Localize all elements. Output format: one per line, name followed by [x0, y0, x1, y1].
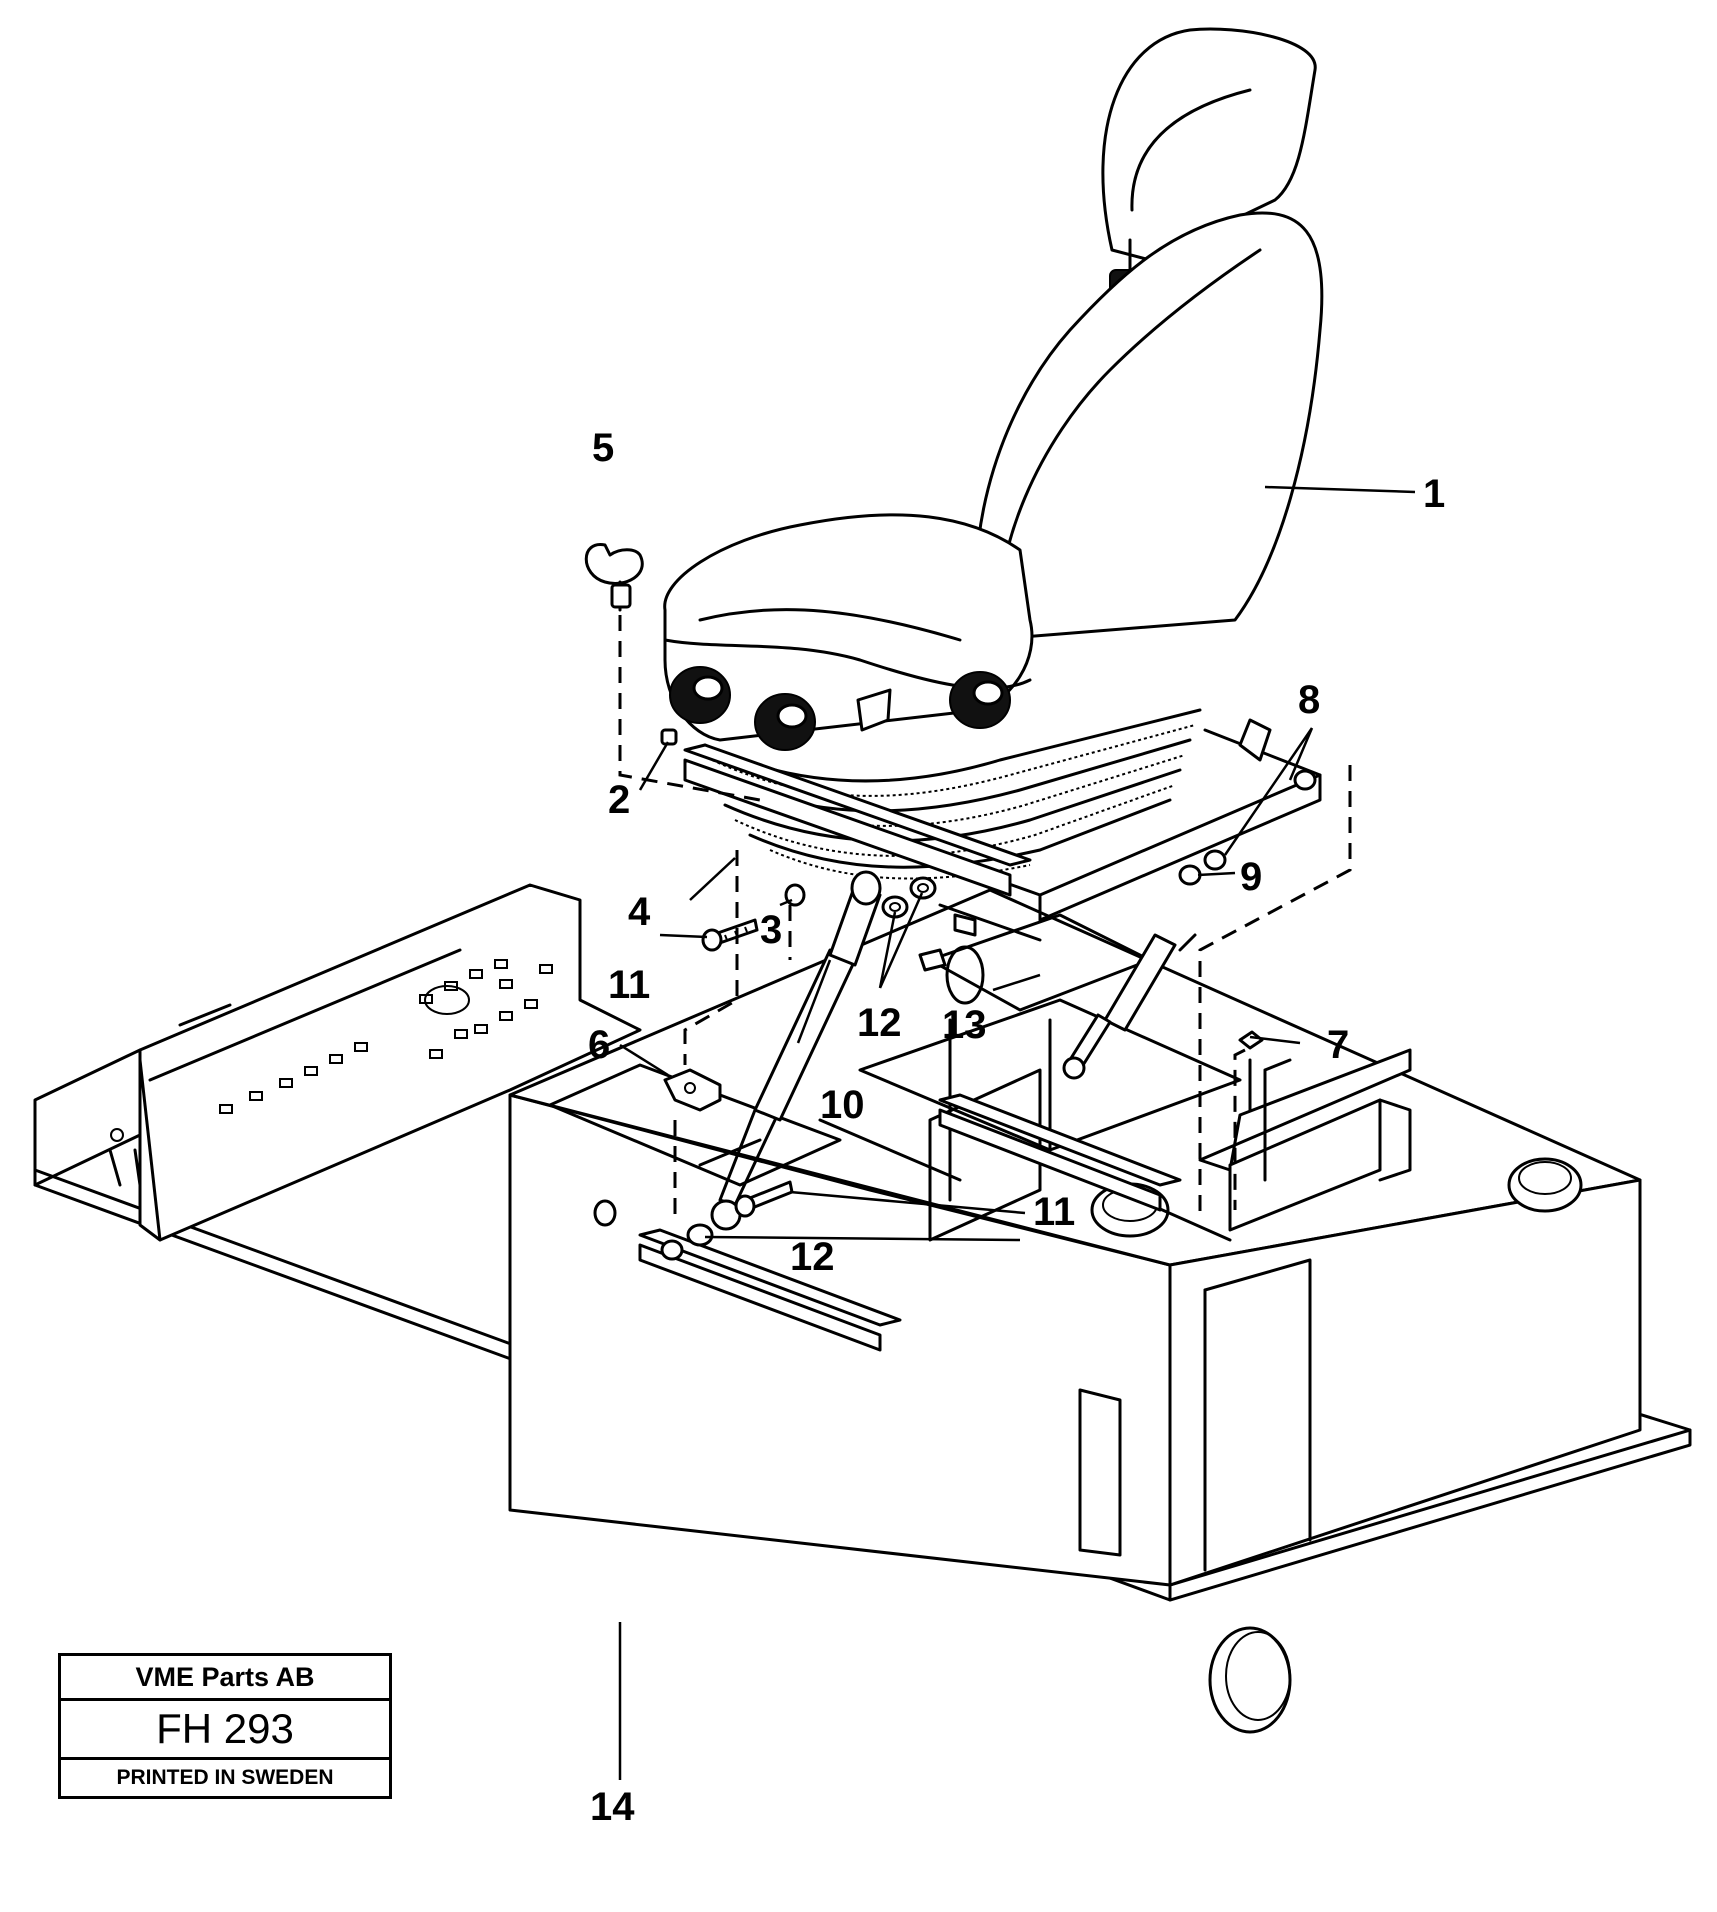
- title-block-footer: PRINTED IN SWEDEN: [116, 1766, 334, 1789]
- callout-14: 14: [590, 1785, 635, 1829]
- callout-9: 9: [1240, 855, 1263, 899]
- callout-2: 2: [608, 778, 631, 822]
- callout-1: 1: [1423, 472, 1446, 516]
- callout-6: 6: [588, 1023, 611, 1067]
- callout-7: 7: [1327, 1023, 1350, 1067]
- callout-11-lower: 11: [1033, 1190, 1076, 1234]
- callout-11-upper: 11: [608, 963, 651, 1007]
- callout-5: 5: [592, 426, 615, 470]
- callout-4: 4: [628, 890, 651, 934]
- title-block: VME Parts AB FH 293 PRINTED IN SWEDEN: [58, 1653, 392, 1799]
- assembly-lines: [618, 615, 1352, 1220]
- callout-13: 13: [942, 1003, 987, 1047]
- callout-12-upper: 12: [857, 1001, 902, 1045]
- cab-floor-frame: [33, 883, 1692, 1734]
- title-block-code: FH 293: [61, 1701, 389, 1760]
- operator-seat: [663, 27, 1324, 942]
- title-block-company: VME Parts AB: [61, 1656, 389, 1701]
- callout-12-lower: 12: [790, 1235, 835, 1279]
- leader-lines: [618, 485, 1416, 1780]
- hardware: [584, 543, 1317, 1261]
- callout-8: 8: [1298, 678, 1321, 722]
- callout-3: 3: [760, 908, 783, 952]
- callout-10: 10: [820, 1083, 865, 1127]
